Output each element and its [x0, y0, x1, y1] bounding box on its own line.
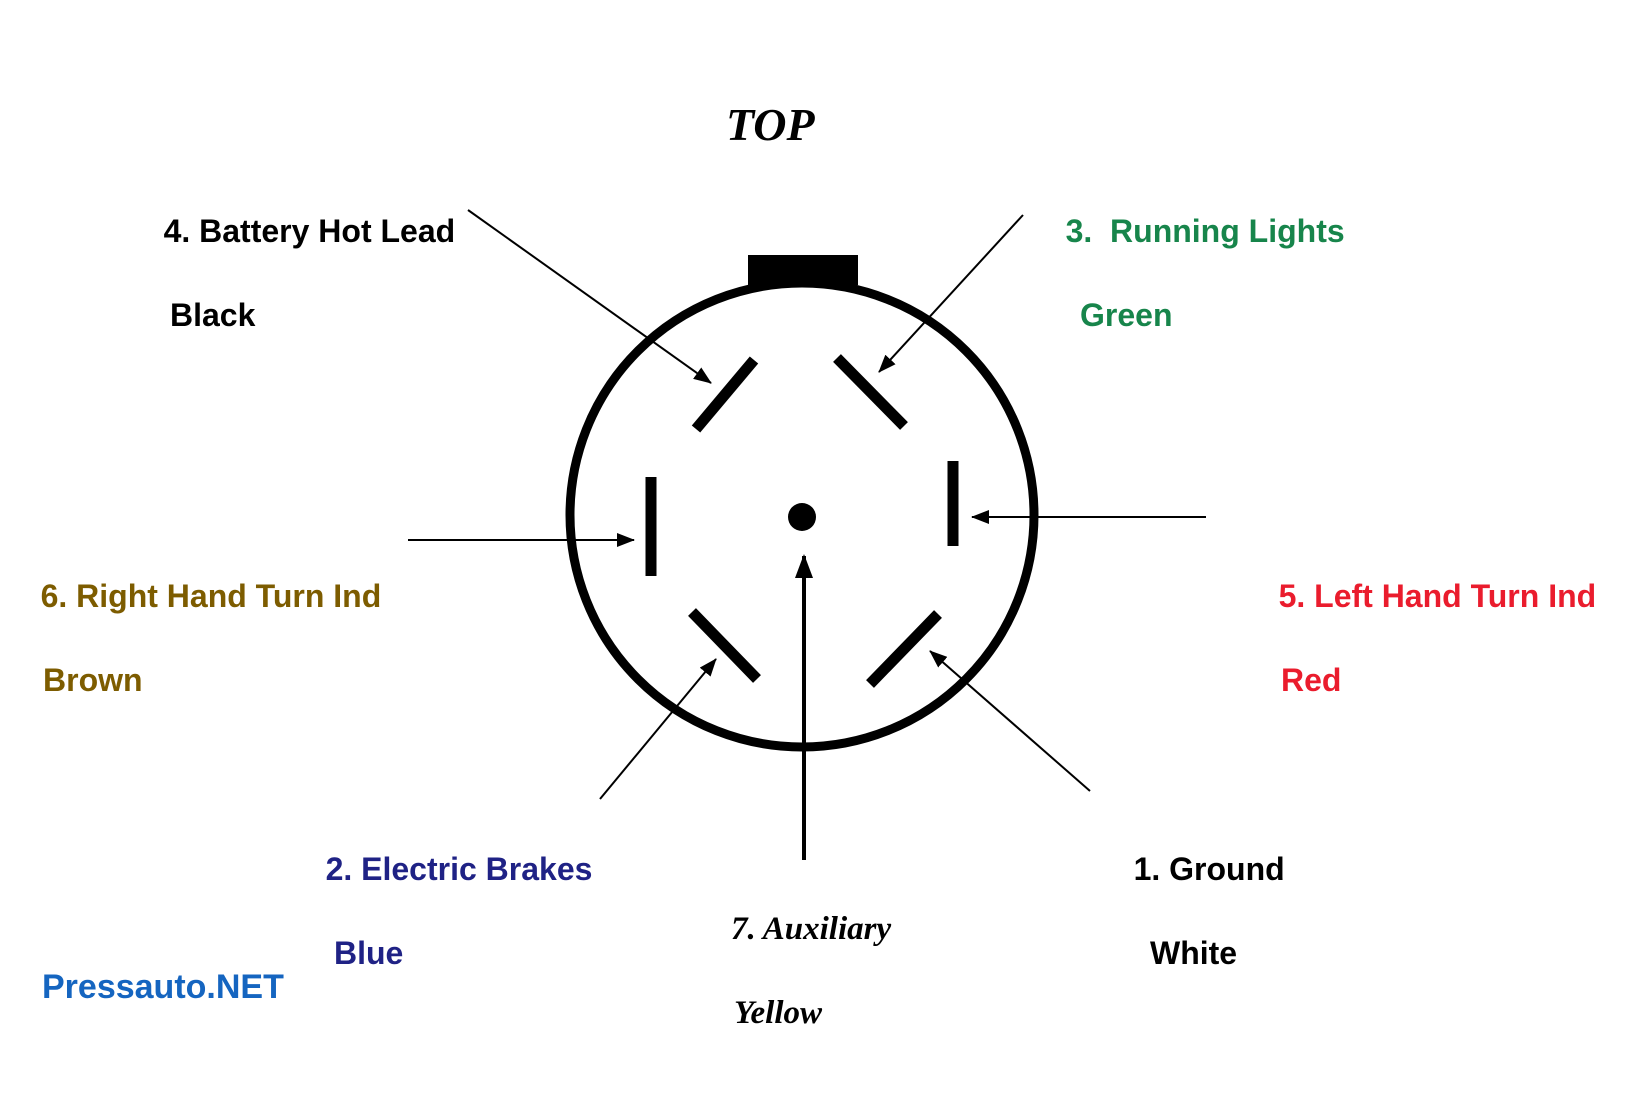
- label-pin3: 3. Running Lights Green: [1030, 168, 1345, 420]
- pin5-name: 5. Left Hand Turn Ind: [1278, 578, 1597, 614]
- pin5-wire: Red: [1281, 662, 1342, 698]
- pin6-name: 6. Right Hand Turn Ind: [40, 578, 382, 614]
- label-pin2: 2. Electric Brakes Blue: [290, 806, 593, 1058]
- pin-slot-2: [688, 608, 761, 683]
- pin-slot-7-center: [788, 503, 816, 531]
- pin2-wire: Blue: [334, 935, 404, 971]
- pin2-name: 2. Electric Brakes: [325, 851, 593, 887]
- pin3-name: 3. Running Lights: [1065, 213, 1345, 249]
- pin4-wire: Black: [170, 297, 256, 333]
- pin1-wire: White: [1150, 935, 1238, 971]
- pin7-name: 7. Auxiliary: [731, 911, 892, 947]
- pin4-name: 4. Battery Hot Lead: [163, 213, 456, 249]
- label-pin4: 4. Battery Hot Lead Black: [128, 168, 456, 420]
- pin1-name: 1. Ground: [1133, 851, 1285, 887]
- pin3-wire: Green: [1080, 297, 1173, 333]
- arrow-pin1: [929, 650, 1091, 792]
- arrow-pin4: [467, 209, 712, 384]
- diagram-title: TOP: [726, 99, 815, 150]
- label-pin7: 7. Auxiliary Yellow: [698, 866, 891, 1093]
- pin-slot-4: [691, 356, 759, 433]
- watermark: Pressauto.NET: [42, 968, 284, 1006]
- label-pin6: 6. Right Hand Turn Ind Brown: [5, 533, 382, 785]
- label-pin1: 1. Ground White: [1098, 806, 1285, 1058]
- pin6-wire: Brown: [43, 662, 143, 698]
- label-pin5: 5. Left Hand Turn Ind Red: [1243, 533, 1597, 785]
- pin7-wire: Yellow: [734, 995, 822, 1031]
- pin-slot-1: [866, 610, 942, 688]
- pin-slot-3: [833, 354, 908, 430]
- arrow-pin3: [878, 214, 1024, 373]
- arrow-pin2: [599, 658, 717, 800]
